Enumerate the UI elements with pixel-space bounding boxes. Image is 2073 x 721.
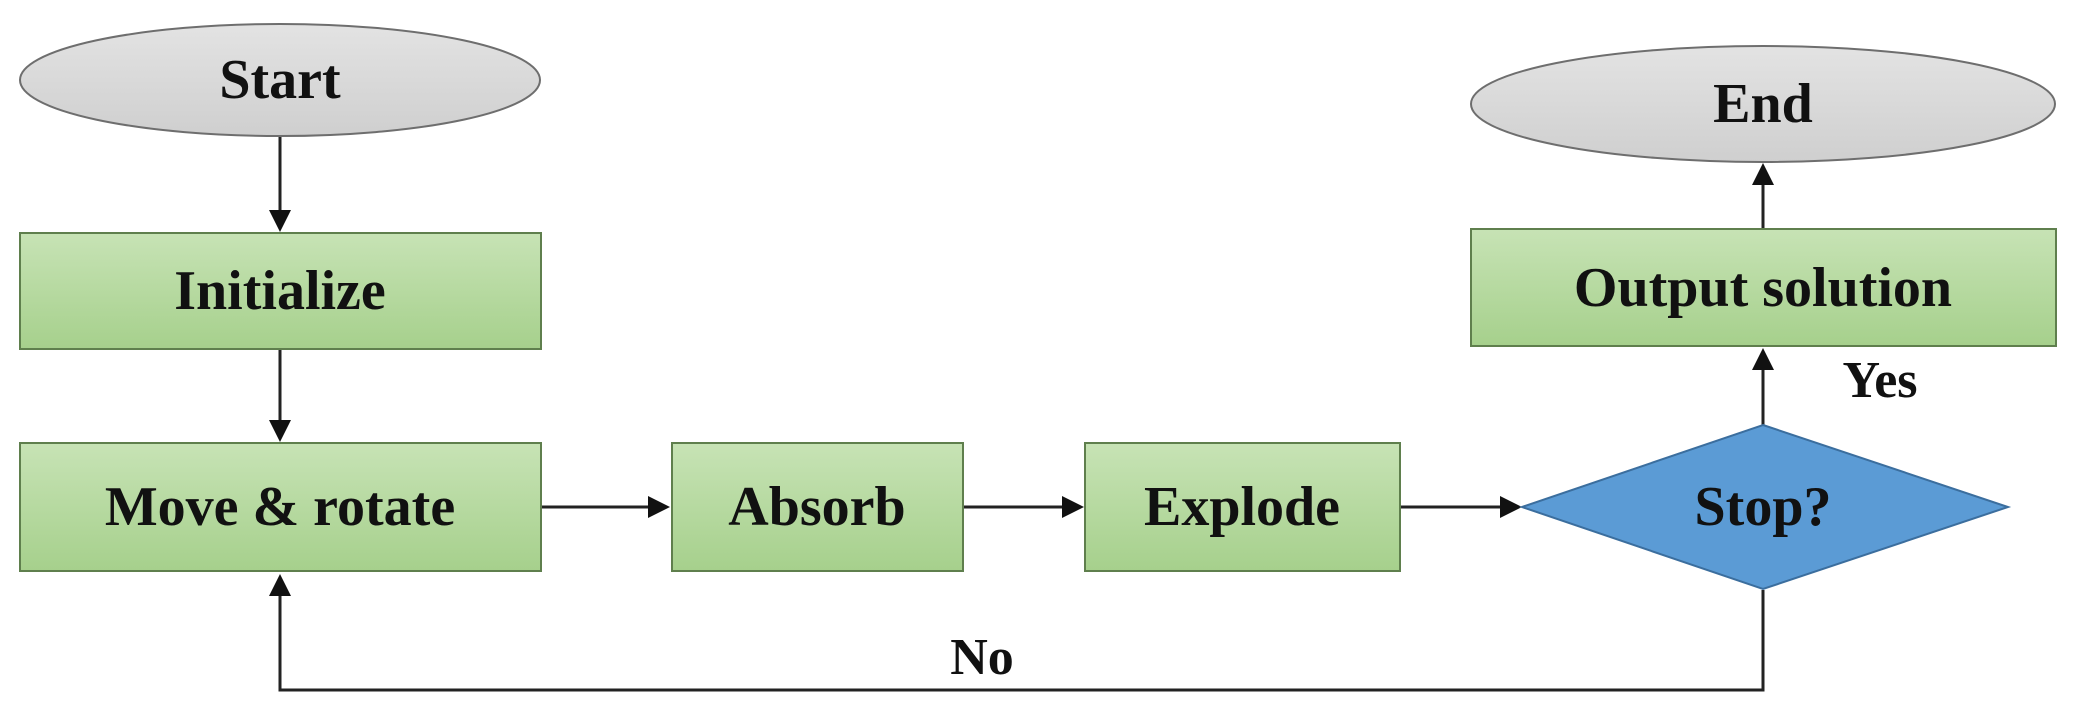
explode-node: Explode: [1084, 442, 1401, 572]
move-rotate-label: Move & rotate: [105, 476, 455, 538]
end-node: End: [1470, 45, 2056, 163]
absorb-label: Absorb: [728, 476, 905, 538]
absorb-node: Absorb: [671, 442, 964, 572]
arrowhead-icon: [1752, 348, 1774, 370]
start-node: Start: [19, 23, 541, 137]
stop-decision-node: Stop?: [1518, 423, 2012, 591]
start-label: Start: [219, 49, 341, 111]
output-solution-label: Output solution: [1574, 257, 1952, 319]
yes-label: Yes: [1842, 352, 1917, 409]
arrowhead-icon: [269, 574, 291, 596]
arrowhead-icon: [269, 420, 291, 442]
output-solution-node: Output solution: [1470, 228, 2057, 347]
arrowhead-icon: [1500, 496, 1522, 518]
end-label: End: [1713, 73, 1813, 135]
arrowhead-icon: [1062, 496, 1084, 518]
no-label: No: [950, 629, 1014, 686]
initialize-node: Initialize: [19, 232, 542, 350]
initialize-label: Initialize: [174, 260, 386, 322]
arrowhead-icon: [1752, 163, 1774, 185]
explode-label: Explode: [1144, 476, 1340, 538]
arrowhead-icon: [648, 496, 670, 518]
arrowhead-icon: [269, 210, 291, 232]
stop-label: Stop?: [1695, 476, 1832, 538]
arrow-stop-to-move-loop: [278, 590, 1765, 692]
move-rotate-node: Move & rotate: [19, 442, 542, 572]
